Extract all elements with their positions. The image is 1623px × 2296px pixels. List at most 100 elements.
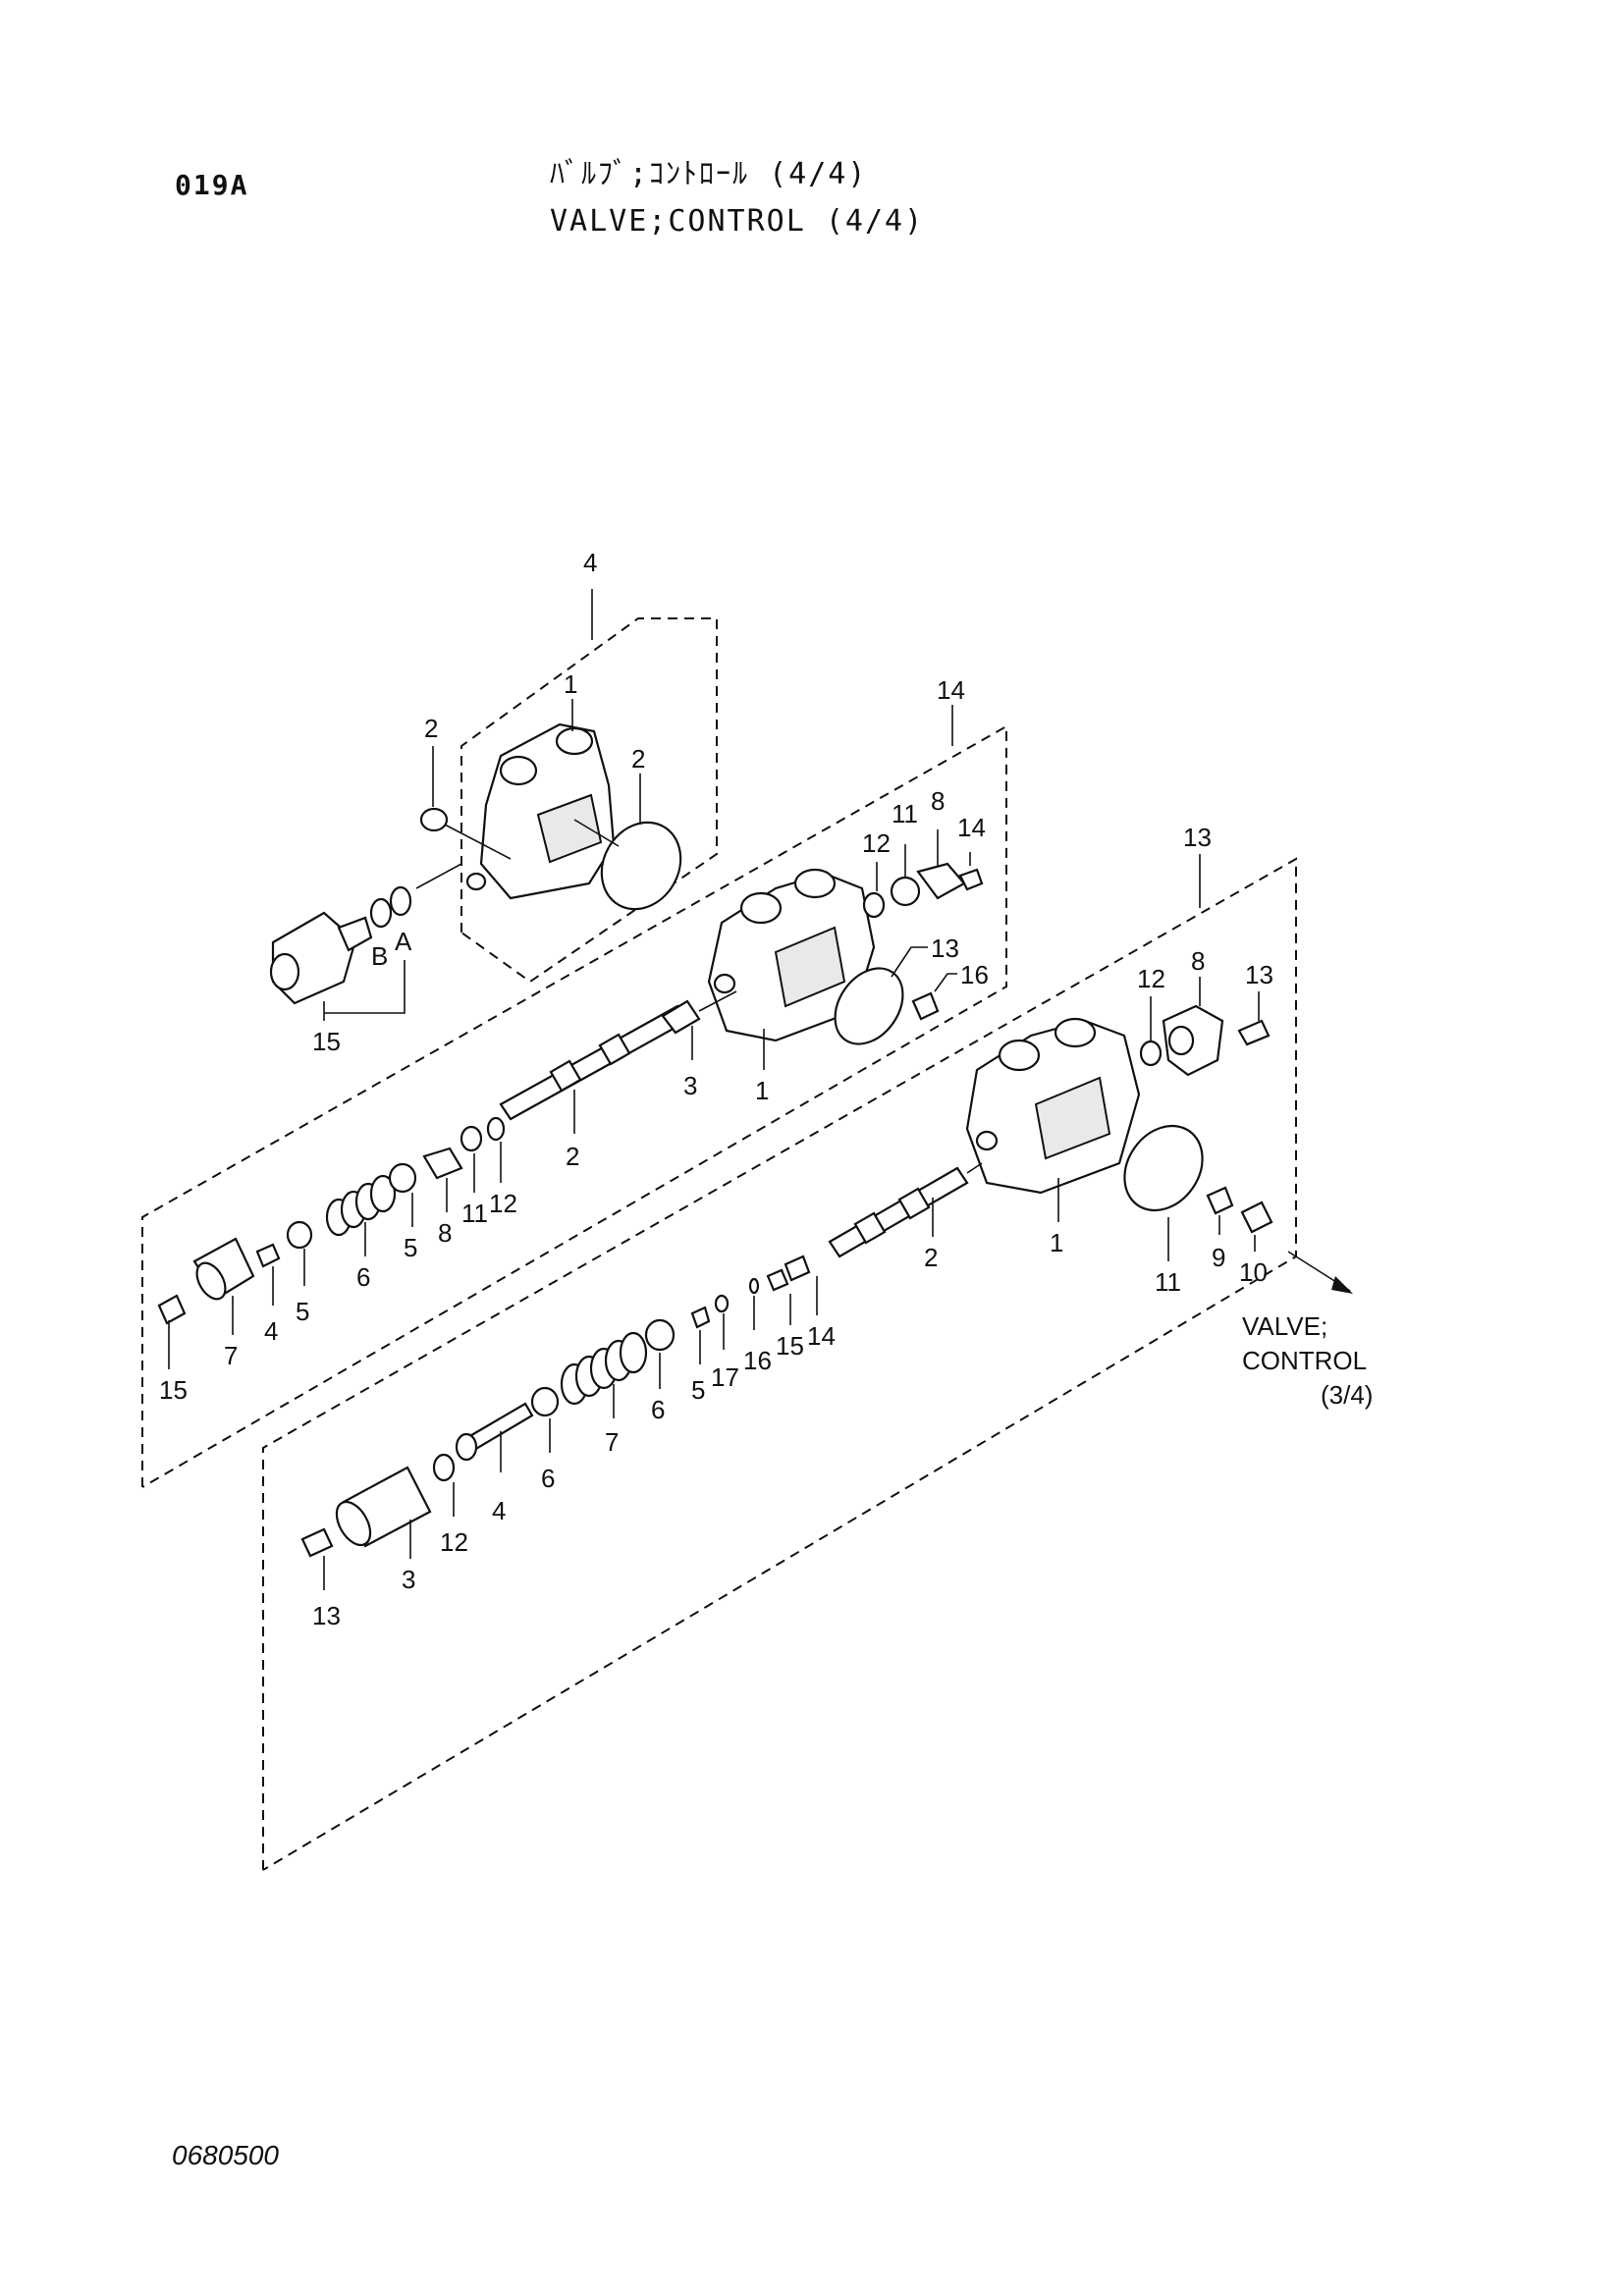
callout-14-plug16: 16 — [960, 960, 989, 989]
callout-14-top11: 11 — [892, 799, 918, 828]
plug-10-13 — [1240, 1201, 1273, 1234]
callout-13-small5: 5 — [691, 1375, 705, 1405]
callout-13-bolt13: 13 — [312, 1601, 341, 1630]
callout-13-spool: 2 — [924, 1243, 938, 1272]
oring-13-14 — [834, 967, 904, 1045]
callout-13-plug10: 10 — [1239, 1257, 1268, 1287]
bolt-4-14 — [255, 1243, 281, 1268]
ring-12-left-14 — [486, 1116, 506, 1142]
callout-14-top14: 14 — [957, 813, 986, 842]
callout-14-spring: 6 — [356, 1262, 370, 1292]
reference-line1: VALVE; — [1242, 1311, 1327, 1341]
valve-body-14 — [707, 868, 876, 1042]
plug-4 — [419, 807, 449, 832]
valve-body-13 — [965, 1017, 1141, 1195]
spring-6-14 — [325, 1174, 397, 1237]
assembly-14-label: 14 — [937, 675, 965, 705]
part-5-13 — [690, 1306, 711, 1329]
spool-14 — [499, 990, 737, 1121]
callout-13-bolt4: 4 — [492, 1496, 506, 1525]
ring-11-14 — [890, 876, 921, 907]
assembly-4-label: 4 — [583, 548, 597, 577]
callout-14-body: 1 — [755, 1076, 769, 1105]
part-17-13 — [714, 1294, 730, 1313]
cap-bolt-15-14 — [157, 1294, 187, 1325]
callout-13-small15: 15 — [776, 1331, 804, 1361]
reference-line3: (3/4) — [1321, 1380, 1373, 1410]
callout-13-plug9: 9 — [1212, 1243, 1225, 1272]
drawing-number: 0680500 — [172, 2140, 280, 2170]
callout-14-plate: 8 — [438, 1218, 452, 1248]
assembly-13-label: 13 — [1183, 823, 1212, 852]
assembly-13: 13 1 12 8 13 2 11 — [262, 823, 1297, 1871]
plug-9-13 — [1206, 1186, 1234, 1215]
callout-13-seat6: 6 — [651, 1395, 665, 1424]
callout-13-cap3: 3 — [402, 1565, 415, 1594]
title-english: VALVE;CONTROL (4/4) — [550, 204, 925, 239]
callout-13-top13: 13 — [1245, 960, 1273, 989]
callout-13-small14: 14 — [807, 1321, 836, 1351]
bolt-13-top — [1237, 1019, 1271, 1046]
ring-12-14 — [862, 891, 886, 919]
callout-14-seat: 5 — [296, 1297, 309, 1326]
plug-16-14 — [911, 991, 940, 1021]
oring-a — [389, 885, 412, 917]
spool-13 — [828, 1162, 983, 1258]
callout-13-top12: 12 — [1137, 964, 1165, 993]
callout-oring-a: A — [395, 927, 412, 956]
seat-5-14 — [286, 1220, 313, 1250]
callout-14-spring-seat: 5 — [404, 1233, 417, 1262]
callout-14-spool: 2 — [566, 1142, 579, 1171]
callout-13-ring12: 12 — [440, 1527, 468, 1557]
callout-14-oring13: 13 — [931, 934, 959, 963]
spring-7-13 — [560, 1331, 648, 1406]
relief-valve-15 — [269, 911, 373, 1005]
callout-relief-15: 15 — [312, 1027, 341, 1056]
callout-oring-b: B — [371, 941, 388, 971]
callout-13-seat6b: 6 — [541, 1464, 555, 1493]
ring-11-left-14 — [460, 1125, 483, 1152]
callout-14-top12: 12 — [862, 828, 891, 858]
spring-seat-5-14 — [388, 1162, 417, 1194]
part-15-13 — [766, 1268, 789, 1292]
callout-14-top8: 8 — [931, 786, 945, 816]
plate-8-14 — [916, 862, 966, 900]
assembly-14: 14 1 2 3 12 11 — [141, 675, 1007, 1488]
part-14-13 — [784, 1255, 811, 1282]
bolt-13-13 — [300, 1527, 334, 1558]
callout-13-small17: 17 — [711, 1362, 739, 1392]
callout-14-bolt: 4 — [264, 1316, 278, 1346]
callout-14-ring11: 11 — [461, 1199, 488, 1228]
callout-13-top8: 8 — [1191, 946, 1205, 976]
assembly-4-boundary — [460, 617, 718, 984]
callout-14-ring12: 12 — [489, 1189, 517, 1218]
assembly-14-boundary — [141, 724, 1007, 1488]
page-code: 019A — [175, 169, 249, 201]
assembly-4: 4 1 2 2 B A 15 — [269, 548, 718, 1056]
bolt-14-14 — [958, 868, 984, 891]
callout-13-oring11: 11 — [1155, 1267, 1181, 1297]
reference-arrow — [1287, 1251, 1353, 1294]
callout-13-spring7: 7 — [605, 1427, 619, 1457]
valve-body-4 — [465, 722, 616, 900]
oring-4 — [600, 821, 682, 911]
plate-8-left-14 — [422, 1147, 463, 1180]
seat-6-13 — [644, 1318, 676, 1352]
callout-4-oring: 2 — [631, 744, 645, 774]
reference-line2: CONTROL — [1242, 1346, 1367, 1375]
seat-6b-13 — [530, 1386, 560, 1417]
callout-13-small16: 16 — [743, 1346, 772, 1375]
part-16-13 — [748, 1277, 760, 1295]
oring-b — [369, 897, 393, 929]
callout-4-body: 1 — [564, 669, 577, 699]
callout-14-cap: 7 — [224, 1341, 238, 1370]
assembly-13-boundary — [262, 857, 1297, 1871]
oring-11-13 — [1123, 1124, 1204, 1212]
callout-14-spool-end: 3 — [683, 1071, 697, 1100]
callout-13-body: 1 — [1050, 1228, 1063, 1257]
callout-14-cap-bolt: 15 — [159, 1375, 188, 1405]
ring-12-13 — [1139, 1040, 1163, 1067]
title-japanese: ﾊﾞﾙﾌﾞ;ｺﾝﾄﾛｰﾙ (4/4) — [550, 157, 868, 191]
ring-12-13b — [432, 1453, 456, 1482]
